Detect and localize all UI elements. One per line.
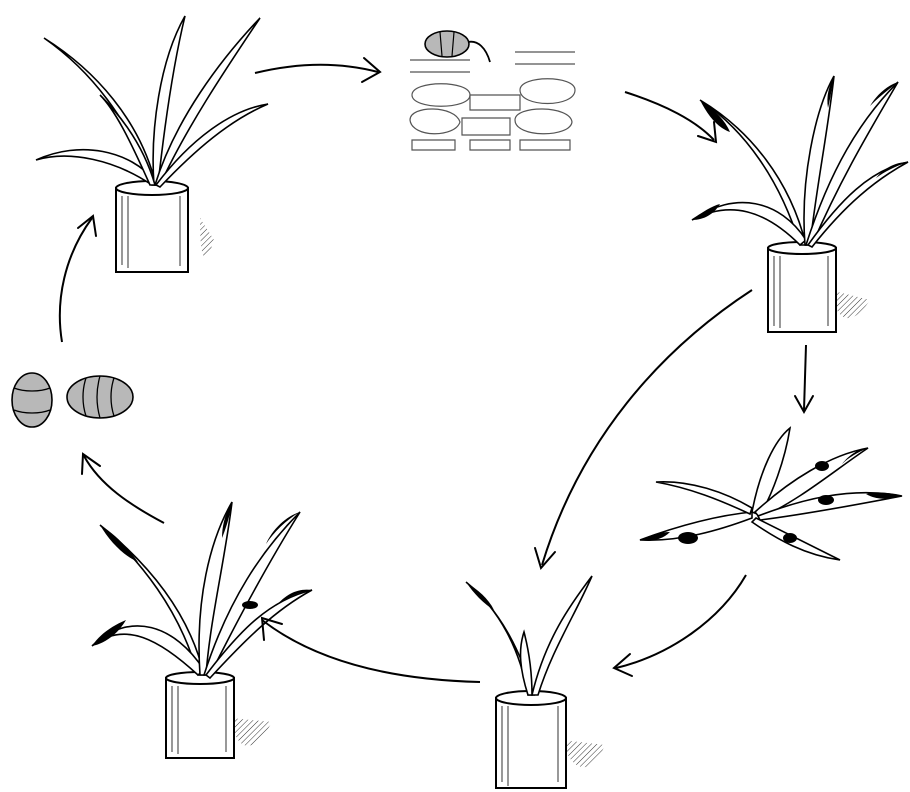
arrow-leaves-to-seedling: [614, 575, 746, 676]
pot: [166, 672, 272, 758]
healthy-plant: [36, 16, 268, 272]
spore-large: [67, 376, 133, 418]
pot: [768, 242, 870, 332]
arrow-diseased-plant-to-spores: [82, 454, 164, 523]
arrow-infected-plant-to-leaves: [795, 345, 813, 412]
infected-seedling: [466, 576, 605, 788]
leaves: [92, 502, 312, 678]
detached-leaves: [640, 428, 902, 560]
infected-plant: [692, 76, 908, 332]
arrow-infection-to-infected-plant: [625, 92, 716, 142]
pot: [496, 691, 605, 788]
spore-small: [12, 373, 52, 427]
arrow-seedling-to-diseased-plant: [262, 618, 480, 682]
arrow-healthy-to-infection: [255, 58, 380, 82]
germinating-spore: [425, 31, 490, 62]
diseased-plant: [92, 502, 312, 758]
arrow-spores-to-healthy: [60, 216, 96, 342]
spores: [12, 373, 133, 427]
leaves: [36, 16, 268, 187]
infection-site: [410, 31, 575, 150]
pot: [116, 181, 214, 272]
leaves: [692, 76, 908, 247]
leaves: [466, 576, 592, 695]
leaf-tissue-cells: [410, 52, 575, 150]
